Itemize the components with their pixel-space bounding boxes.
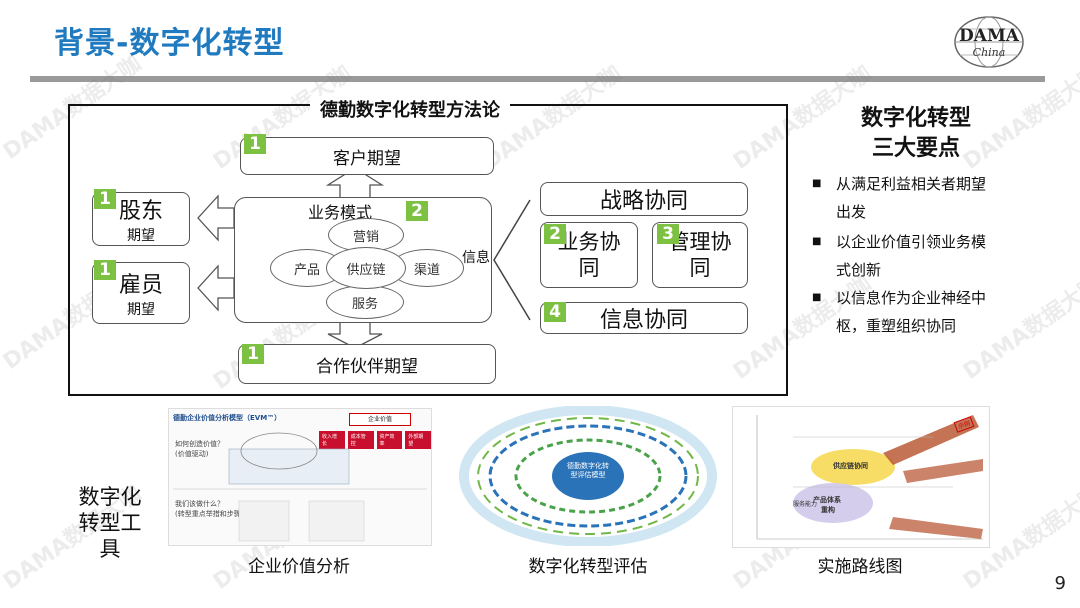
evm-question-2: 我们该做什么？ (转型重点举措和步骤) xyxy=(175,499,243,519)
badge-3: 3 xyxy=(657,224,679,244)
logo-subtext: China xyxy=(972,46,1006,59)
slide-title: 背景-数字化转型 xyxy=(54,26,285,61)
supply-chain-label: 供应链 xyxy=(346,262,386,278)
badge-1: 1 xyxy=(242,344,264,364)
assessment-radial-sketch xyxy=(459,406,717,546)
key-point-2-line2: 式创新 xyxy=(836,261,882,279)
business-synergy-label: 业务协 xyxy=(557,230,621,254)
product-label: 产品 xyxy=(293,262,320,278)
caption-enterprise-value: 企业价值分析 xyxy=(248,557,350,577)
assessment-center-line1: 德勤数字化转 xyxy=(567,462,609,470)
employee-expectation-box: 雇员 期望 xyxy=(92,262,190,324)
evm-q2-line2: (转型重点举措和步骤) xyxy=(175,510,244,518)
assessment-thumbnail: 德勤数字化转 型评估模型 xyxy=(458,406,718,546)
logo-text: DAMA xyxy=(959,26,1019,46)
roadmap-tag-service: 服务能力 xyxy=(793,501,818,508)
bullet-marker: ■ xyxy=(812,178,822,189)
key-points-title: 数字化转型 三大要点 xyxy=(836,104,996,164)
marketing-ellipse: 营销 xyxy=(328,218,404,252)
caption-roadmap: 实施路线图 xyxy=(817,557,903,577)
employee-label: 雇员 xyxy=(118,273,163,298)
business-synergy-label-2: 同 xyxy=(578,256,600,280)
strategy-synergy-box: 战略协同 xyxy=(540,182,748,216)
roadmap-tag-product: 产品体系 xyxy=(813,496,841,504)
badge-1: 1 xyxy=(94,260,116,280)
tools-title-line2: 转型工 xyxy=(78,511,142,535)
evm-q2-line1: 我们该做什么？ xyxy=(175,500,224,508)
caption-assessment: 数字化转型评估 xyxy=(528,557,648,577)
evm-sketch xyxy=(173,432,427,542)
enterprise-value-thumbnail: 德勤企业价值分析模型（EVM™） 如何创造价值？ (价值驱动) 我们该做什么？ … xyxy=(168,408,432,546)
key-point-3-line2: 枢，重塑组织协同 xyxy=(836,317,957,335)
roadmap-thumbnail: 供应链协同 产品体系 重构 服务能力 示例 xyxy=(732,406,990,548)
badge-1: 1 xyxy=(94,189,116,209)
shareholder-label: 股东 xyxy=(118,199,163,224)
management-synergy-label-2: 同 xyxy=(689,256,711,280)
key-point-3: 以信息作为企业神经中 枢，重塑组织协同 xyxy=(836,284,1036,340)
bullet-marker: ■ xyxy=(812,236,822,247)
key-point-1-line1: 从满足利益相关者期望 xyxy=(836,175,987,193)
strategy-synergy-label: 战略协同 xyxy=(599,189,688,214)
key-points-title-line2: 三大要点 xyxy=(871,136,960,161)
methodology-title: 德勤数字化转型方法论 xyxy=(310,96,510,122)
roadmap-tag-supply: 供应链协同 xyxy=(833,462,868,470)
evm-tag: 收入增长 xyxy=(319,431,345,449)
assessment-center-label: 德勤数字化转 型评估模型 xyxy=(552,462,624,480)
roadmap-sketch xyxy=(756,415,983,540)
key-point-1: 从满足利益相关者期望 出发 xyxy=(836,170,1036,226)
evm-tag: 资产效率 xyxy=(376,431,403,449)
channel-label: 渠道 xyxy=(413,262,440,278)
badge-4: 4 xyxy=(544,302,566,322)
badge-2: 2 xyxy=(406,201,428,221)
tools-title-line3: 具 xyxy=(99,537,121,561)
dama-logo: DAMA China xyxy=(952,14,1026,70)
key-point-2-line1: 以企业价值引领业务模 xyxy=(836,233,987,251)
supply-chain-ellipse: 供应链 xyxy=(326,247,406,289)
tools-title-line1: 数字化 xyxy=(78,485,142,509)
shareholder-sublabel: 期望 xyxy=(127,228,155,244)
evm-q1-line1: 如何创造价值？ xyxy=(175,440,224,448)
information-label: 信息 xyxy=(462,250,490,266)
management-synergy-label: 管理协 xyxy=(668,230,732,254)
badge-1: 1 xyxy=(244,134,266,154)
evm-heading: 德勤企业价值分析模型（EVM™） xyxy=(173,414,282,422)
header-rule xyxy=(30,76,1045,82)
page-number: 9 xyxy=(1054,573,1066,594)
key-point-2: 以企业价值引领业务模 式创新 xyxy=(836,228,1036,284)
information-synergy-label: 信息协同 xyxy=(599,308,688,333)
customer-expectation-box: 客户期望 xyxy=(240,137,494,175)
evm-value-box: 企业价值 xyxy=(349,413,411,426)
customer-expectation-label: 客户期望 xyxy=(333,148,401,169)
partner-expectation-label: 合作伙伴期望 xyxy=(316,356,418,377)
key-points-title-line1: 数字化转型 xyxy=(860,106,971,131)
marketing-label: 营销 xyxy=(352,229,379,245)
key-point-3-line1: 以信息作为企业神经中 xyxy=(836,289,987,307)
bullet-marker: ■ xyxy=(812,292,822,303)
product-ellipse: 产品 xyxy=(270,249,344,287)
evm-tag: 成本管控 xyxy=(347,431,374,449)
service-label: 服务 xyxy=(351,296,378,312)
evm-tag: 外部期望 xyxy=(405,431,431,449)
assessment-center-line2: 型评估模型 xyxy=(570,471,606,479)
tools-title: 数字化 转型工 具 xyxy=(72,484,148,562)
evm-question-1: 如何创造价值？ (价值驱动) xyxy=(175,439,224,459)
evm-q1-line2: (价值驱动) xyxy=(175,450,209,458)
badge-2: 2 xyxy=(544,224,566,244)
evm-red-tags: 收入增长 成本管控 资产效率 外部期望 xyxy=(319,431,431,449)
information-synergy-box: 信息协同 xyxy=(540,302,748,334)
partner-expectation-box: 合作伙伴期望 xyxy=(238,344,496,384)
business-model-label: 业务模式 xyxy=(308,203,373,222)
roadmap-tag-rebuild: 重构 xyxy=(821,506,835,514)
service-ellipse: 服务 xyxy=(326,285,404,319)
key-point-1-line2: 出发 xyxy=(836,203,867,221)
employee-sublabel: 期望 xyxy=(127,302,155,318)
